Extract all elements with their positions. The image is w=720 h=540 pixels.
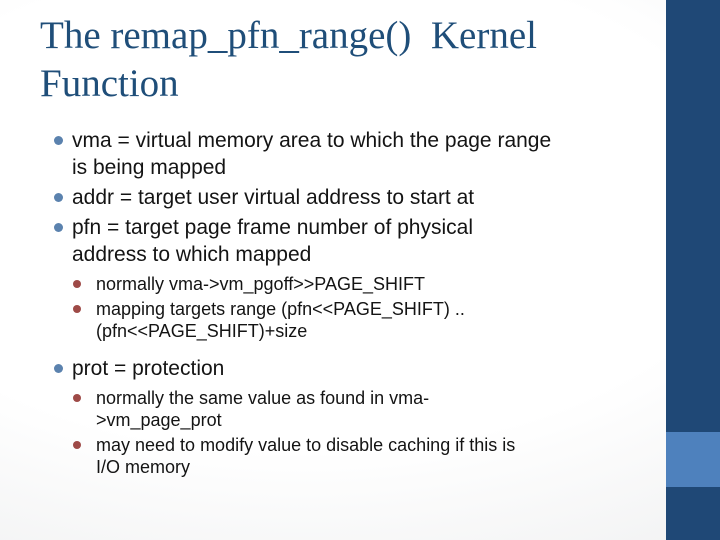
slide-title: The remap_pfn_range() Kernel Function — [40, 14, 547, 105]
list-item-text: vma = virtual memory area to which the p… — [72, 129, 552, 179]
accent-square — [666, 432, 720, 487]
bullet-icon — [73, 305, 81, 313]
bullet-list: vma = virtual memory area to which the p… — [40, 127, 624, 491]
sub-list-item-text: normally vma->vm_pgoff>>PAGE_SHIFT — [96, 274, 425, 294]
sub-list: normally vma->vm_pgoff>>PAGE_SHIFT mappi… — [72, 273, 552, 342]
bullet-icon — [54, 364, 63, 373]
right-sidebar — [666, 0, 720, 540]
sub-list-item: may need to modify value to disable cach… — [72, 434, 536, 478]
sub-list-item: mapping targets range (pfn<<PAGE_SHIFT) … — [72, 298, 552, 342]
bullet-icon — [73, 394, 81, 402]
list-item-body: vma = virtual memory area to which the p… — [72, 127, 552, 181]
bullet-icon — [73, 441, 81, 449]
bullet-icon — [54, 223, 63, 232]
list-item-body: prot = protection normally the same valu… — [72, 355, 536, 488]
sub-list-item-text: may need to modify value to disable cach… — [96, 435, 516, 477]
bullet-icon — [73, 280, 81, 288]
list-item-text: addr = target user virtual address to st… — [72, 186, 475, 209]
list-item: pfn = target page frame number of physic… — [40, 214, 624, 352]
list-item-body: addr = target user virtual address to st… — [72, 184, 474, 211]
sub-list-item-text: mapping targets range (pfn<<PAGE_SHIFT) … — [96, 299, 465, 341]
list-item: prot = protection normally the same valu… — [40, 355, 624, 488]
sub-list-item: normally the same value as found in vma-… — [72, 387, 536, 431]
bullet-icon — [54, 193, 63, 202]
list-item-text: pfn = target page frame number of physic… — [72, 216, 473, 266]
list-item: vma = virtual memory area to which the p… — [40, 127, 624, 181]
list-item-body: pfn = target page frame number of physic… — [72, 214, 552, 352]
list-item-text: prot = protection — [72, 357, 225, 380]
sub-list-item: normally vma->vm_pgoff>>PAGE_SHIFT — [72, 273, 552, 295]
sub-list: normally the same value as found in vma-… — [72, 387, 536, 478]
bullet-icon — [54, 136, 63, 145]
list-item: addr = target user virtual address to st… — [40, 184, 624, 211]
sub-list-item-text: normally the same value as found in vma-… — [96, 388, 430, 430]
